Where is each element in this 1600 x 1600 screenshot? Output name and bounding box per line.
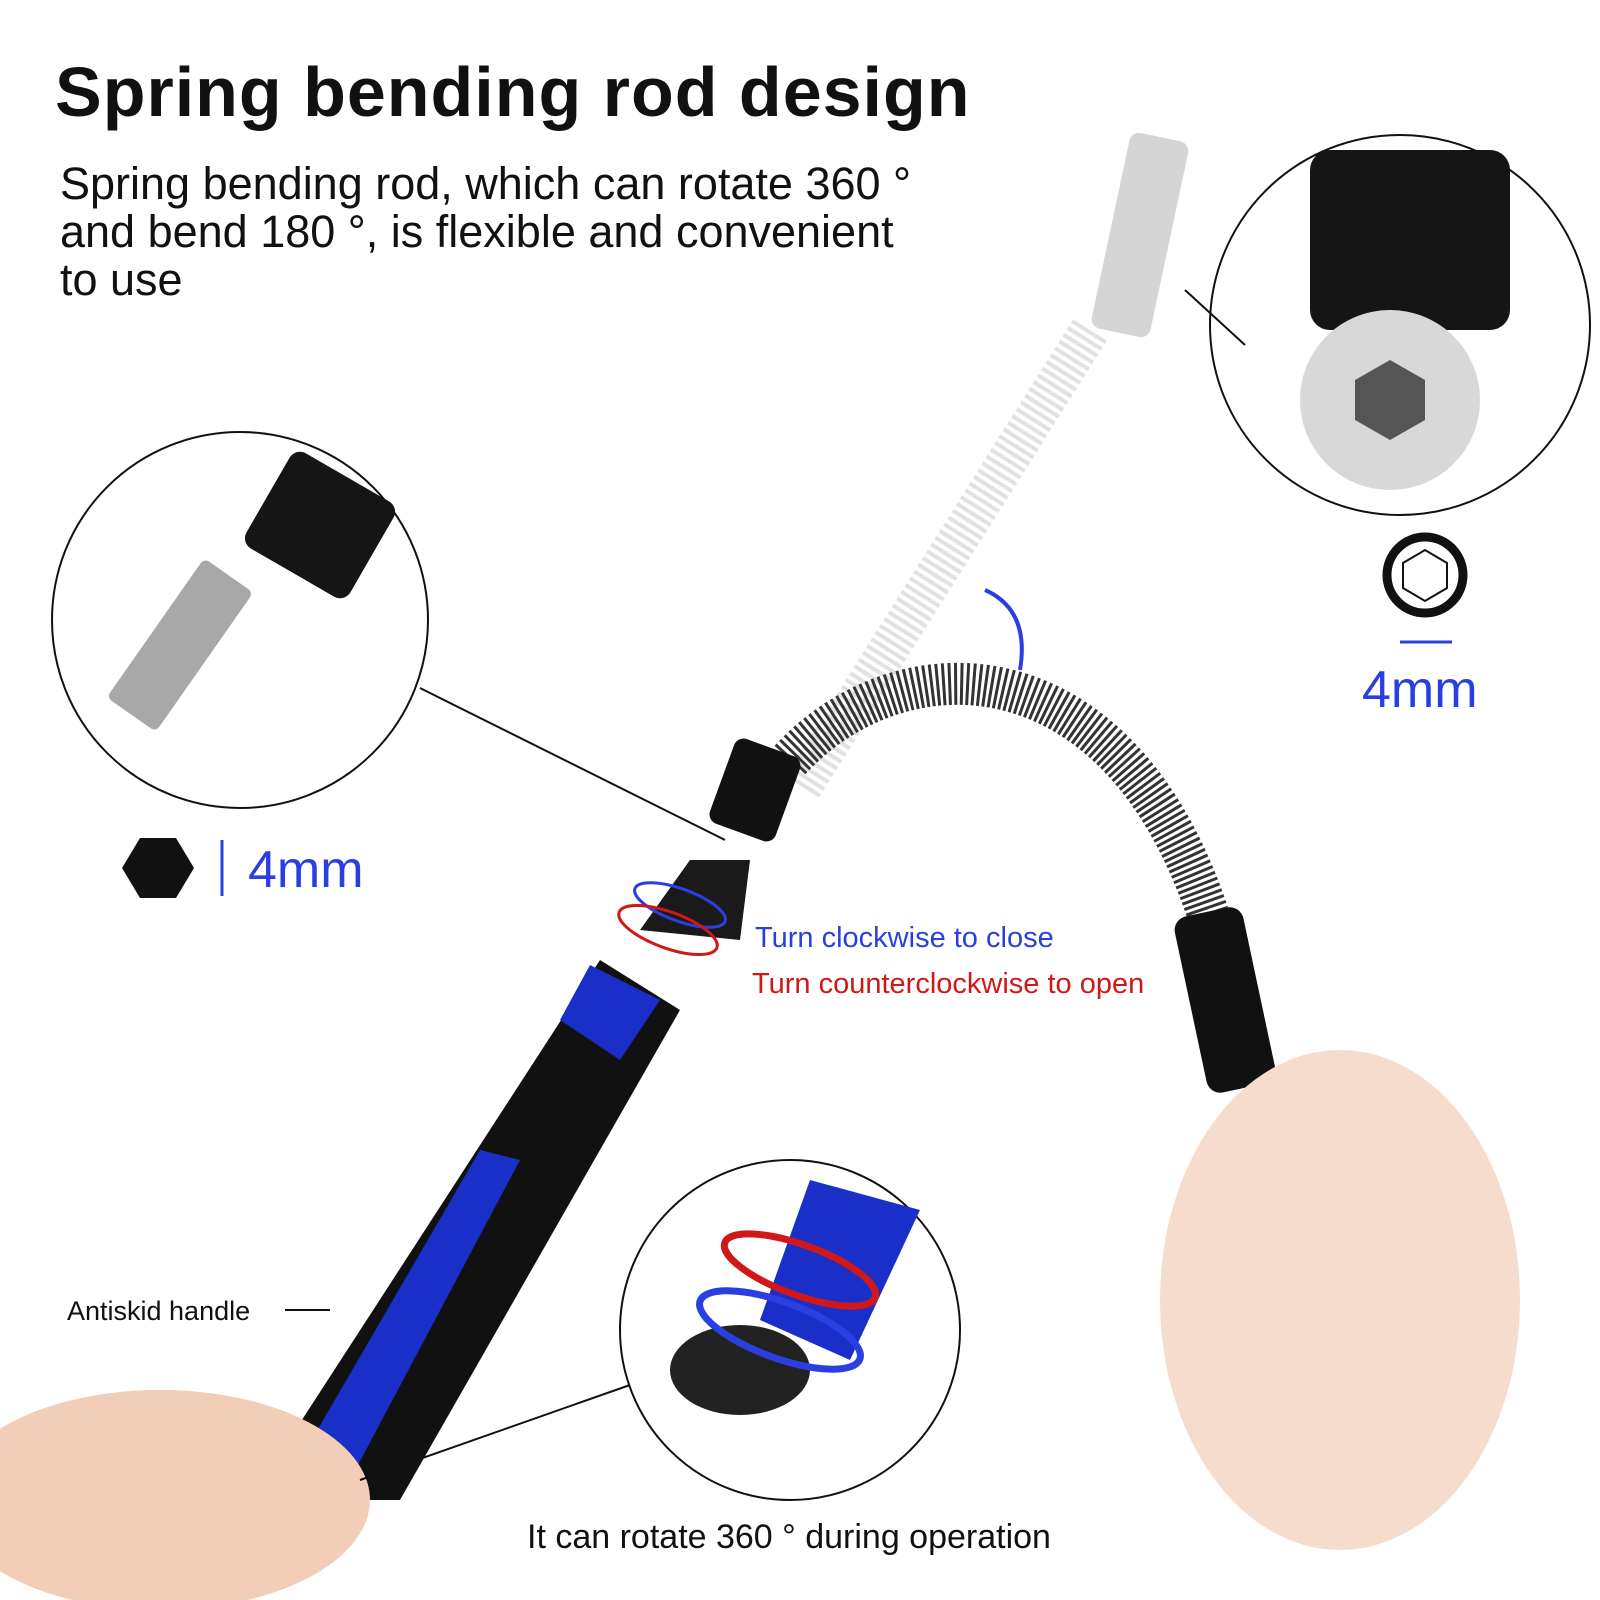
hex-socket-size-label: 4mm [1362, 661, 1478, 719]
chuck-cone [640, 860, 750, 940]
right-hand [1160, 1050, 1520, 1550]
rotate-label: It can rotate 360 ° during operation [527, 1518, 1051, 1556]
callout-line-socket [1184, 289, 1246, 346]
page-title: Spring bending rod design [55, 53, 971, 131]
chuck-collar [709, 738, 801, 842]
rotation-arrow-red-icon [617, 903, 719, 957]
spring-tip-collar [1174, 907, 1276, 1093]
ghost-straight-rod [783, 132, 1189, 801]
callout-line-rotate [359, 1384, 631, 1481]
hex-ring-icon [1382, 532, 1468, 618]
subtitle: Spring bending rod, which can rotate 360… [60, 158, 912, 305]
bend-arrow-icon [984, 588, 1024, 671]
bit-detail-circle [51, 431, 429, 809]
handle-blue-grip [300, 965, 660, 1480]
counterclockwise-label: Turn counterclockwise to open [752, 968, 1145, 1000]
left-hand [0, 1390, 370, 1600]
clockwise-label: Turn clockwise to close [755, 922, 1054, 954]
antiskid-label: Antiskid handle [67, 1296, 251, 1326]
bent-spring [774, 662, 1230, 927]
hex-bit-icon [122, 838, 194, 898]
hex-socket-icon [1355, 360, 1425, 440]
rotation-arrow-blue-icon [633, 881, 727, 929]
callout-line-bit [419, 687, 726, 841]
hex-bit-size-label: 4mm [248, 841, 364, 899]
